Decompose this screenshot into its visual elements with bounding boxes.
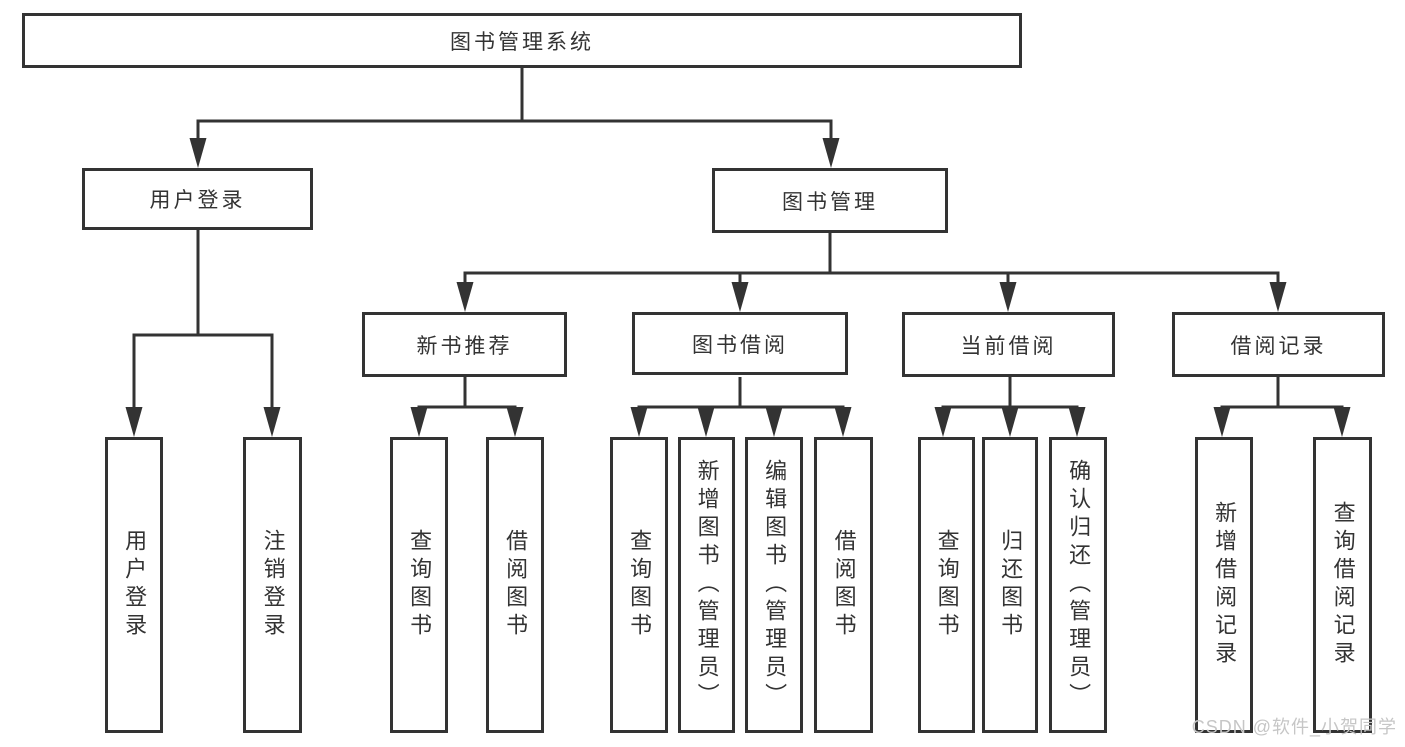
csdn-watermark: CSDN @软件_小贺同学 — [1191, 717, 1397, 737]
node-book-management-label: 图书管理 — [782, 190, 878, 214]
node-return-books-label: 归还图书 — [998, 529, 1024, 641]
node-logout-action: 注销登录 — [243, 437, 302, 733]
node-edit-books-admin: 编辑图书（管理员） — [745, 437, 803, 733]
node-user-login-action: 用户登录 — [105, 437, 163, 733]
node-borrow-books-recommend: 借阅图书 — [486, 437, 544, 733]
node-confirm-return-admin-label: 确认归还（管理员） — [1066, 459, 1092, 711]
node-query-borrow-record: 查询借阅记录 — [1313, 437, 1372, 733]
node-confirm-return-admin: 确认归还（管理员） — [1049, 437, 1107, 733]
node-query-books-recommend: 查询图书 — [390, 437, 448, 733]
node-borrow-records: 借阅记录 — [1172, 312, 1385, 377]
node-return-books: 归还图书 — [982, 437, 1038, 733]
node-add-borrow-record-label: 新增借阅记录 — [1212, 501, 1238, 669]
node-query-books-current: 查询图书 — [918, 437, 975, 733]
node-book-borrow-label: 图书借阅 — [692, 333, 788, 357]
node-add-borrow-record: 新增借阅记录 — [1195, 437, 1253, 733]
node-add-books-admin: 新增图书（管理员） — [678, 437, 735, 733]
node-current-borrow: 当前借阅 — [902, 312, 1115, 377]
node-add-books-admin-label: 新增图书（管理员） — [694, 459, 720, 711]
node-borrow-books-recommend-label: 借阅图书 — [503, 529, 529, 641]
node-user-login: 用户登录 — [82, 168, 313, 230]
node-borrow-books-action: 借阅图书 — [814, 437, 873, 733]
node-borrow-books-action-label: 借阅图书 — [831, 529, 857, 641]
node-current-borrow-label: 当前借阅 — [960, 334, 1057, 358]
node-query-books-current-label: 查询图书 — [934, 529, 960, 641]
node-logout-action-label: 注销登录 — [260, 529, 286, 641]
node-borrow-records-label: 借阅记录 — [1230, 334, 1327, 358]
node-library-system-label: 图书管理系统 — [450, 30, 594, 54]
node-query-books-recommend-label: 查询图书 — [407, 529, 433, 641]
node-query-books-borrow-label: 查询图书 — [627, 529, 653, 641]
node-user-login-label: 用户登录 — [149, 189, 246, 212]
node-new-book-recommend-label: 新书推荐 — [416, 334, 513, 358]
node-book-borrow: 图书借阅 — [632, 312, 848, 375]
node-library-system: 图书管理系统 — [22, 13, 1022, 68]
node-edit-books-admin-label: 编辑图书（管理员） — [762, 459, 788, 711]
node-book-management: 图书管理 — [712, 168, 948, 233]
node-user-login-action-label: 用户登录 — [122, 529, 148, 641]
node-query-borrow-record-label: 查询借阅记录 — [1330, 501, 1356, 669]
node-query-books-borrow: 查询图书 — [610, 437, 668, 733]
node-new-book-recommend: 新书推荐 — [362, 312, 567, 377]
